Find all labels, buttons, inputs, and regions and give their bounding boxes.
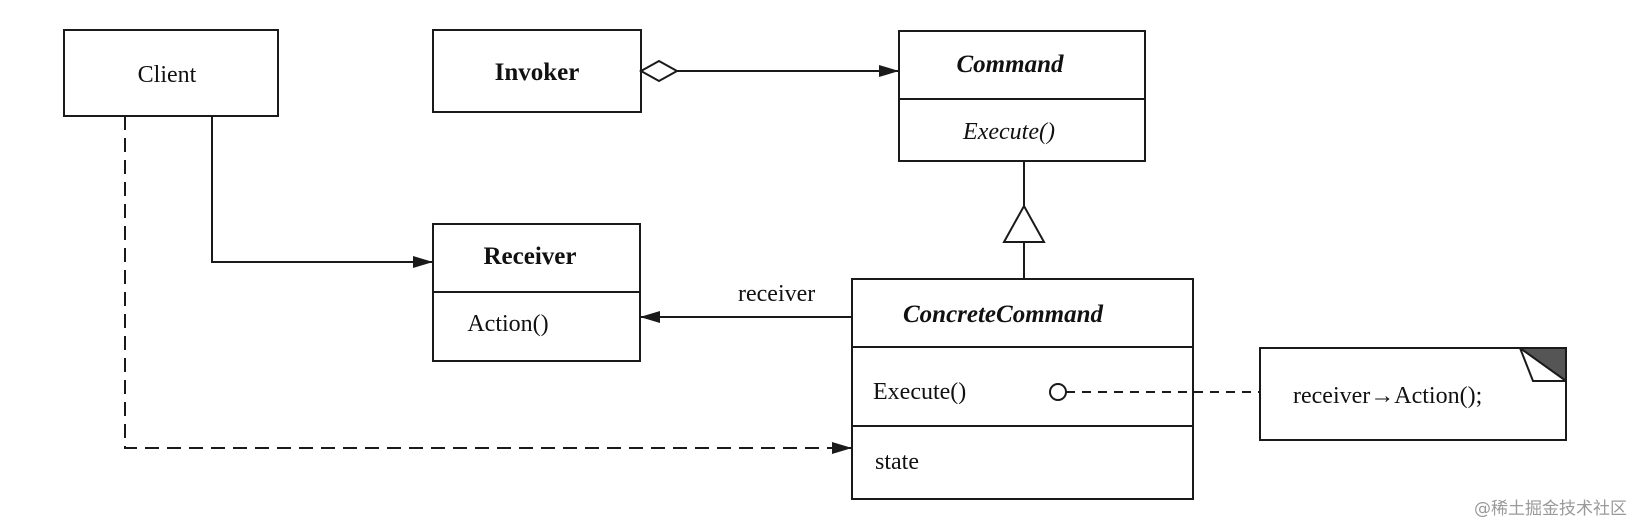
concrete-command-operation: Execute()	[873, 379, 966, 405]
aggregation-diamond-icon	[638, 59, 680, 83]
receiver-class-name: Receiver	[484, 243, 577, 270]
receiver-role-label: receiver	[738, 281, 815, 307]
note-fold-edge	[1519, 347, 1566, 382]
command-operation: Execute()	[962, 119, 1055, 145]
note-anchor-circle-icon	[1049, 383, 1067, 401]
note-anchor	[1049, 383, 1260, 401]
concrete-command-class: ConcreteCommand Execute() state	[851, 278, 1194, 500]
receiver-class: Receiver Action()	[432, 223, 641, 362]
generalization-arrow	[1002, 161, 1046, 279]
command-class-name: Command	[957, 51, 1064, 78]
receiver-operation: Action()	[467, 311, 548, 337]
concrete-command-attribute: state	[875, 449, 919, 475]
inheritance-triangle-icon	[1002, 203, 1046, 243]
invoker-command-aggregation	[638, 59, 899, 83]
invoker-class-name: Invoker	[495, 59, 580, 86]
invoker-class: Invoker	[432, 29, 642, 113]
concrete-command-receiver-association: receiver	[640, 281, 852, 323]
client-receiver-association	[211, 116, 433, 268]
concrete-command-class-name: ConcreteCommand	[903, 301, 1104, 328]
watermark: @稀土掘金技术社区	[1474, 499, 1627, 519]
client-concrete-command-dependency	[124, 116, 852, 454]
note-text: receiver→Action();	[1293, 383, 1482, 409]
command-class: Command Execute()	[898, 30, 1146, 162]
client-class: Client	[63, 29, 279, 117]
implementation-note: receiver→Action();	[1259, 347, 1567, 441]
client-class-name: Client	[138, 62, 197, 88]
note-folded-corner-icon	[1516, 347, 1567, 383]
